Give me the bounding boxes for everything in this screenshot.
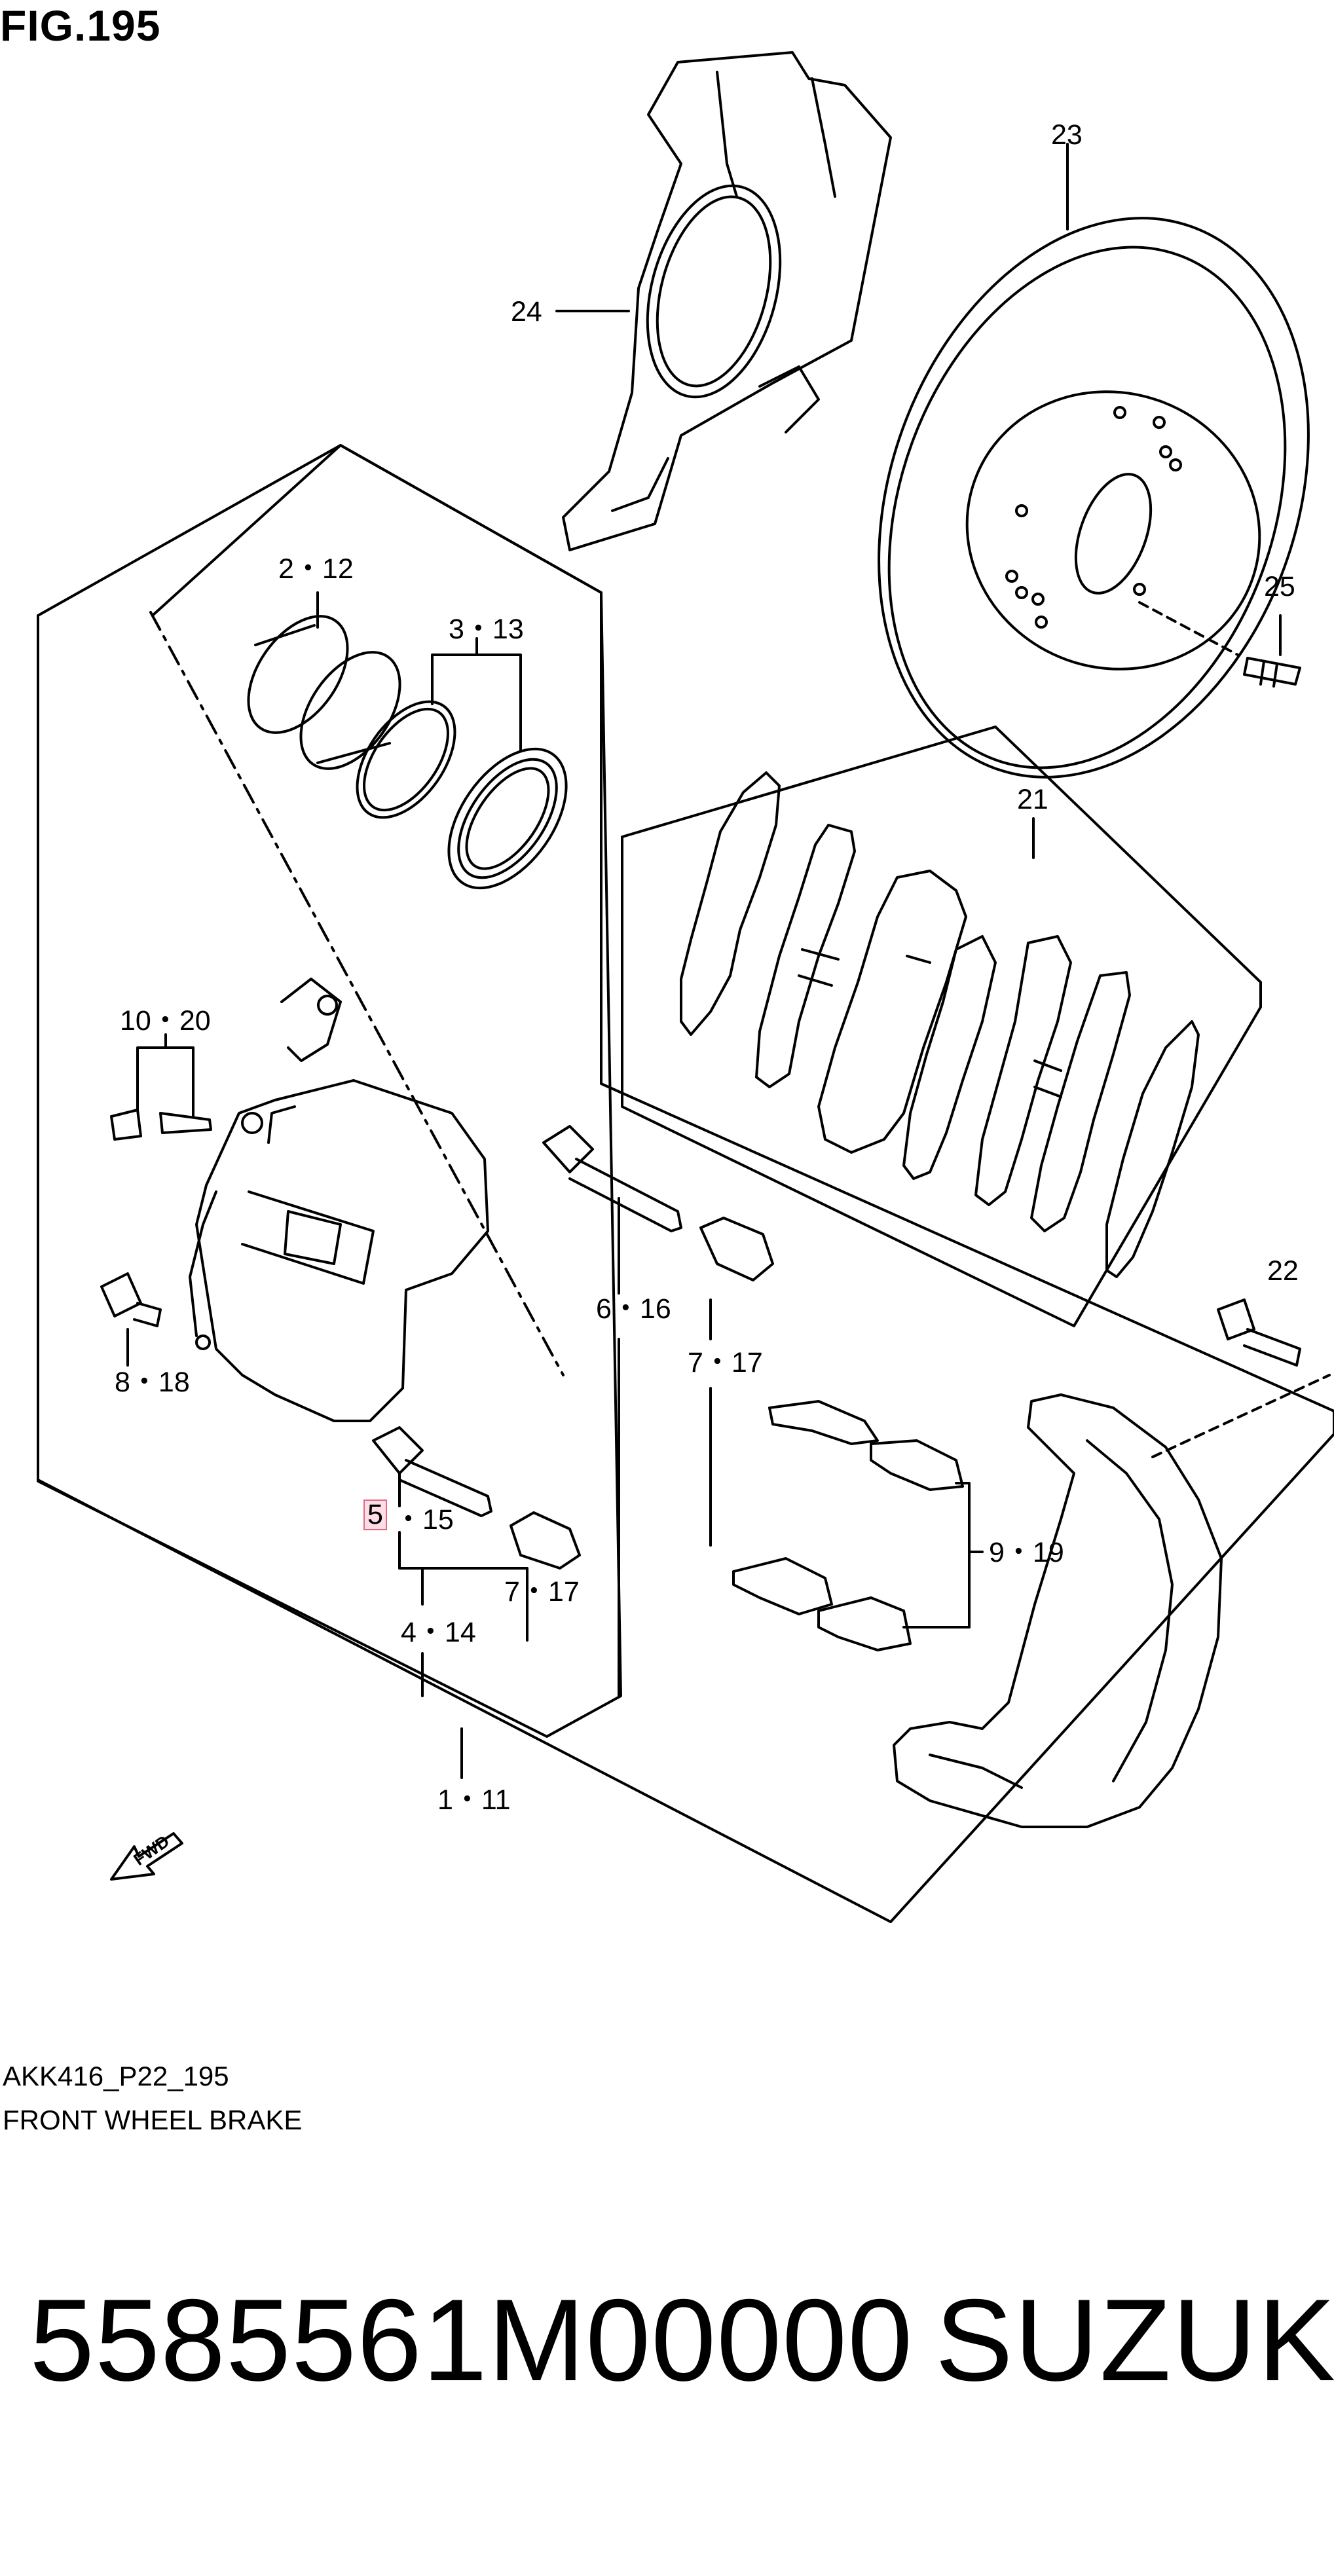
callout-2-12: 2・12 — [278, 553, 354, 585]
piston-seals-drawing — [356, 700, 568, 890]
pad-shims-drawing — [732, 1400, 964, 1651]
figure-title: FIG.195 — [0, 1, 161, 50]
callout-23: 23 — [1051, 119, 1083, 151]
brake-disc-drawing — [878, 217, 1310, 779]
callout-3-13: 3・13 — [449, 614, 524, 645]
part-number: 5585561M00000 — [29, 2275, 914, 2405]
callout-24: 24 — [511, 296, 542, 327]
piston-drawing — [247, 615, 401, 770]
callout-5-highlighted: 5 — [363, 1500, 387, 1530]
caliper-body-drawing — [189, 978, 489, 1422]
section-name: FRONT WHEEL BRAKE — [3, 2105, 303, 2135]
caliper-bracket-drawing — [893, 1393, 1223, 1828]
drawing-code: AKK416_P22_195 — [3, 2061, 229, 2091]
bleeder-screw-drawing — [110, 1109, 212, 1141]
callout-7-17-lower: 7・17 — [504, 1576, 580, 1608]
callout-22: 22 — [1267, 1255, 1299, 1287]
bolt-25-drawing — [1243, 657, 1301, 688]
callout-10-20: 10・20 — [120, 1005, 211, 1037]
caliper-frame-inner — [37, 444, 622, 1738]
caliper-bolt-drawing — [100, 1272, 162, 1327]
bolt-22-drawing — [1217, 1298, 1301, 1367]
callout-4-14: 4・14 — [401, 1617, 476, 1648]
callout-9-19: 9・19 — [989, 1537, 1064, 1568]
callout-25: 25 — [1264, 571, 1295, 602]
boot-7-lower-drawing — [510, 1511, 581, 1570]
part-info-bar: 5585561M00000 SUZUKI — [0, 2148, 1334, 2576]
callout-7-17-upper: 7・17 — [688, 1347, 763, 1378]
parts-diagram: FWD FIG.195 23 24 25 2・12 3・13 21 10・20 … — [0, 1, 1334, 2135]
fwd-arrow-drawing — [110, 1832, 183, 1881]
callout-6-16: 6・16 — [596, 1293, 671, 1325]
diagram-linework: FWD — [37, 51, 1334, 1923]
callout-1-11: 1・11 — [437, 1784, 511, 1816]
callout-5-number: 5 — [367, 1499, 383, 1530]
callout-8-18: 8・18 — [115, 1367, 190, 1398]
guide-pin-6-drawing — [542, 1125, 682, 1232]
brake-pads-drawing — [680, 771, 1200, 1278]
boot-7-upper-drawing — [699, 1217, 774, 1281]
brand-name: SUZUKI — [935, 2275, 1334, 2405]
guide-pin-5-drawing — [372, 1426, 492, 1517]
callout-21: 21 — [1017, 784, 1048, 815]
dust-shield-drawing — [562, 51, 892, 551]
callout-15: ・15 — [394, 1504, 454, 1536]
pad-group-frame — [621, 726, 1262, 1327]
